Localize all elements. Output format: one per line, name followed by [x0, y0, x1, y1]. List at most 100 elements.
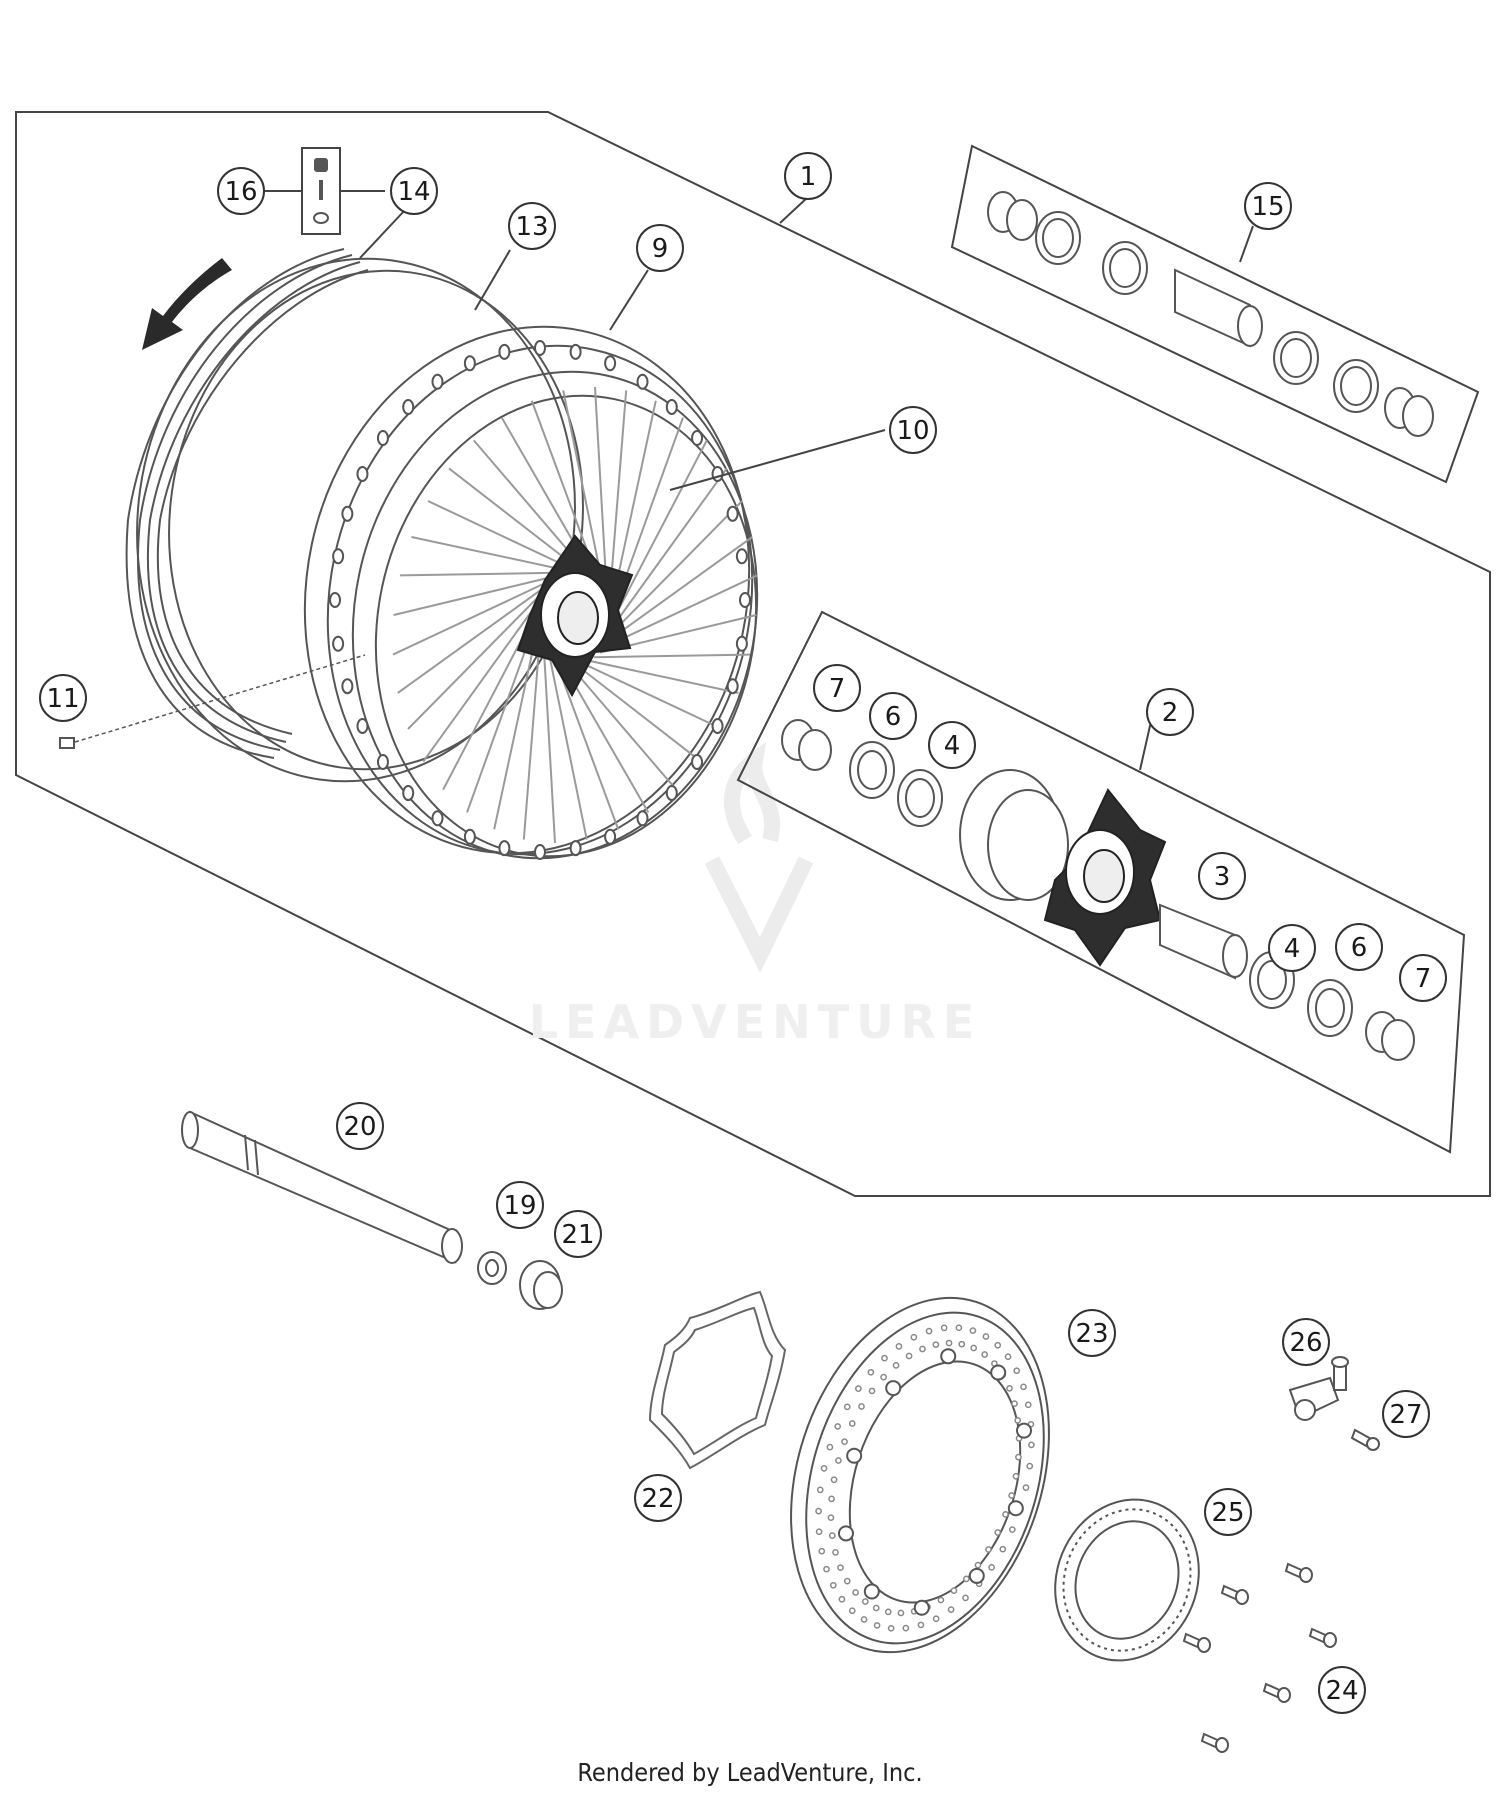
spoke-nipple: [665, 398, 678, 415]
assembly-frame-hub: [736, 610, 1466, 1154]
callout-label: 24: [1325, 1676, 1358, 1706]
callout-label: 6: [1351, 933, 1368, 963]
callout-label: 23: [1075, 1319, 1108, 1349]
hub-assembly-2: [781, 719, 1069, 901]
disc-hole: [917, 1621, 925, 1629]
disc-hole: [1012, 1472, 1020, 1480]
spoke-nipple: [332, 635, 345, 652]
disc-hole: [945, 1339, 953, 1347]
spoke-nipple: [332, 548, 345, 565]
disc-hole: [999, 1545, 1007, 1553]
callout-c23: 23: [1068, 1309, 1116, 1357]
callout-c25: 25: [1204, 1488, 1252, 1536]
disc-hole: [932, 1615, 940, 1623]
callout-c16: 16: [217, 167, 265, 215]
spoke-nipples: [329, 340, 751, 860]
callout-label: 11: [46, 684, 79, 714]
disc-hole: [1013, 1367, 1021, 1375]
callout-label: 16: [224, 177, 257, 207]
callout-c3: 3: [1198, 852, 1246, 900]
disc-hole: [818, 1547, 826, 1555]
callout-c19: 19: [496, 1181, 544, 1229]
spoke: [609, 390, 628, 593]
disc-hole: [905, 1352, 913, 1360]
spoke-nipple: [341, 678, 354, 695]
disc-hole: [982, 1333, 990, 1340]
callout-label: 4: [1284, 934, 1301, 964]
callout-label: 6: [885, 702, 902, 732]
disc-hole: [827, 1514, 835, 1522]
disc-hole: [895, 1343, 903, 1350]
disc-rivet: [837, 1525, 854, 1542]
callout-label: 1: [800, 162, 817, 192]
abs-sensor-ring-25: [1054, 1498, 1200, 1662]
callout-label: 22: [641, 1484, 674, 1514]
disc-hole: [947, 1606, 955, 1613]
disc-rivet: [968, 1567, 985, 1584]
disc-hole: [1006, 1384, 1013, 1392]
callout-c2: 2: [1146, 688, 1194, 736]
disc-hole: [843, 1403, 851, 1411]
disc-hole: [994, 1529, 1002, 1536]
spoke: [566, 661, 677, 791]
axle-nut-21: [519, 1260, 563, 1310]
callout-c6a: 6: [869, 692, 917, 740]
callout-label: 7: [1415, 964, 1432, 994]
disc-rivet: [1007, 1500, 1024, 1517]
spoke: [547, 650, 588, 840]
spoke: [573, 662, 702, 763]
spoke-nipple: [402, 398, 415, 415]
disc-hole: [843, 1577, 851, 1585]
callout-c15: 15: [1244, 182, 1292, 230]
disc-rivet: [1016, 1422, 1033, 1439]
callout-c26: 26: [1282, 1318, 1330, 1366]
callout-label: 13: [515, 212, 548, 242]
screws-24: [1182, 1562, 1337, 1753]
callout-c9: 9: [636, 224, 684, 272]
spoke-nipple: [376, 753, 389, 770]
spoke: [411, 536, 563, 571]
spoke-nipple: [691, 430, 704, 447]
disc-hole: [932, 1341, 940, 1349]
spoke: [393, 576, 551, 616]
sensor-screw-27: [1350, 1428, 1380, 1451]
disc-hole: [955, 1324, 963, 1332]
spoke-nipple: [356, 718, 369, 734]
disc-hole: [841, 1438, 848, 1445]
spoke-nipple: [691, 753, 704, 770]
spoke: [614, 439, 708, 617]
disc-hole: [815, 1528, 823, 1536]
hub-body: [1043, 788, 1167, 967]
callout-c13: 13: [508, 202, 556, 250]
disc-hole: [834, 1423, 842, 1430]
callout-label: 9: [652, 234, 669, 264]
callout-label: 3: [1214, 862, 1231, 892]
callout-c1: 1: [784, 152, 832, 200]
disc-hole: [925, 1327, 933, 1335]
spoke: [553, 655, 620, 830]
spoke: [611, 500, 743, 634]
disc-hole: [994, 1341, 1002, 1349]
disc-rivet: [863, 1583, 880, 1600]
disc-hole: [970, 1344, 978, 1352]
callout-c7a: 7: [813, 664, 861, 712]
spoke-nipple: [726, 678, 739, 695]
spoke-nipple: [569, 343, 582, 360]
spoke: [587, 659, 739, 694]
disc-hole: [880, 1373, 887, 1381]
callout-label: 4: [944, 731, 961, 761]
axle-washer-19: [477, 1251, 507, 1285]
callout-label: 2: [1162, 698, 1179, 728]
disc-hole: [1024, 1401, 1032, 1409]
disc-hole: [860, 1616, 868, 1623]
spoke-nipple: [341, 505, 354, 522]
screw: [1220, 1584, 1249, 1605]
callout-c27: 27: [1382, 1390, 1430, 1438]
hub-right-parts: [1159, 903, 1415, 1061]
disc-hole: [1011, 1400, 1018, 1407]
spoke-nipple: [431, 373, 444, 390]
spoke: [399, 571, 556, 577]
spoke-nipple: [463, 355, 476, 372]
disc-hole: [872, 1604, 880, 1612]
disc-hole: [950, 1587, 958, 1594]
